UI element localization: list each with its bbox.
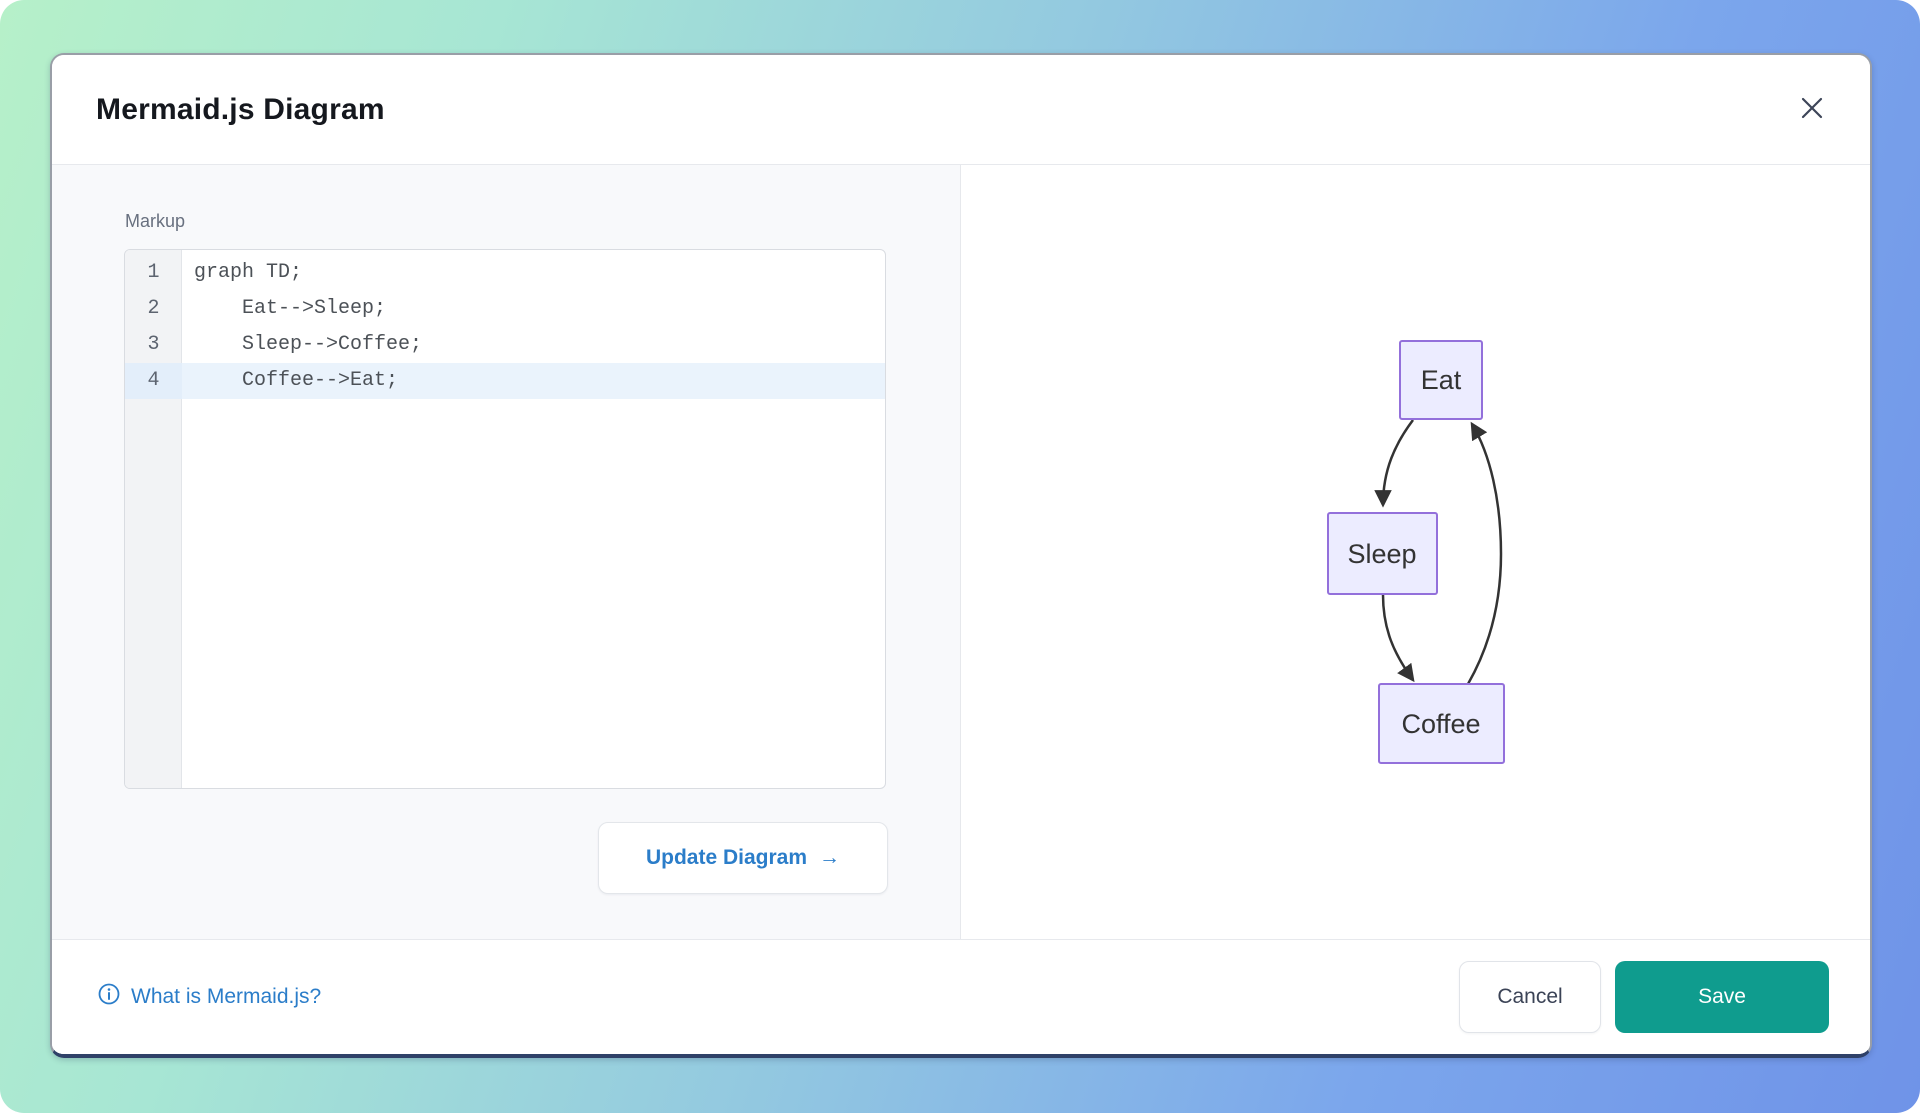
close-button[interactable] bbox=[1788, 86, 1836, 134]
arrow-right-icon: → bbox=[819, 846, 841, 869]
line-number: 3 bbox=[147, 333, 160, 356]
code-text: Eat-->Sleep; bbox=[194, 297, 387, 320]
code-line-1[interactable]: 1 graph TD; bbox=[125, 255, 885, 291]
line-number-gutter bbox=[125, 250, 182, 788]
code-editor[interactable]: 1 graph TD; 2 Eat-->Sleep; 3 Sleep-->Cof… bbox=[124, 249, 886, 789]
dialog-header: Mermaid.js Diagram bbox=[52, 55, 1870, 165]
edge-sleep-to-coffee bbox=[1381, 594, 1415, 683]
code-lines: 1 graph TD; 2 Eat-->Sleep; 3 Sleep-->Cof… bbox=[125, 250, 885, 399]
diagram-node-eat: Eat bbox=[1399, 340, 1483, 420]
line-number: 2 bbox=[147, 297, 160, 320]
update-diagram-label: Update Diagram bbox=[645, 846, 808, 869]
markup-panel: Markup 1 graph TD; 2 Eat-->Sleep; 3 Sle bbox=[52, 165, 961, 939]
cancel-button[interactable]: Cancel bbox=[1459, 961, 1601, 1033]
node-label-eat: Eat bbox=[1421, 365, 1462, 395]
line-number: 4 bbox=[125, 363, 182, 399]
diagram-preview-panel: Eat Sleep Coffee bbox=[961, 165, 1870, 939]
footer-actions: Cancel Save bbox=[1459, 961, 1829, 1033]
info-icon bbox=[97, 982, 121, 1012]
edge-coffee-to-eat bbox=[1466, 421, 1503, 685]
code-text: Sleep-->Coffee; bbox=[194, 333, 423, 356]
help-link-label: What is Mermaid.js? bbox=[131, 985, 322, 1008]
code-line-4-active[interactable]: 4 Coffee-->Eat; bbox=[125, 363, 885, 399]
node-label-coffee: Coffee bbox=[1401, 709, 1480, 739]
edge-eat-to-sleep bbox=[1374, 419, 1415, 508]
dialog-footer: What is Mermaid.js? Cancel Save bbox=[52, 939, 1870, 1054]
code-line-2[interactable]: 2 Eat-->Sleep; bbox=[125, 291, 885, 327]
close-icon bbox=[1797, 93, 1827, 126]
code-text: Coffee-->Eat; bbox=[182, 363, 885, 399]
what-is-mermaid-link[interactable]: What is Mermaid.js? bbox=[97, 982, 321, 1012]
diagram-node-coffee: Coffee bbox=[1378, 683, 1505, 764]
diagram-node-sleep: Sleep bbox=[1327, 512, 1438, 595]
dialog-body: Markup 1 graph TD; 2 Eat-->Sleep; 3 Sle bbox=[52, 165, 1870, 939]
node-label-sleep: Sleep bbox=[1347, 539, 1416, 569]
mermaid-diagram: Eat Sleep Coffee bbox=[1327, 340, 1505, 764]
code-line-3[interactable]: 3 Sleep-->Coffee; bbox=[125, 327, 885, 363]
update-diagram-button[interactable]: Update Diagram → bbox=[598, 822, 888, 894]
line-number: 1 bbox=[147, 261, 160, 284]
code-text: graph TD; bbox=[194, 261, 303, 284]
save-button[interactable]: Save bbox=[1615, 961, 1829, 1033]
dialog-title: Mermaid.js Diagram bbox=[96, 92, 385, 126]
markup-label: Markup bbox=[125, 211, 186, 231]
mermaid-dialog: Mermaid.js Diagram Markup 1 graph TD; bbox=[50, 53, 1872, 1058]
